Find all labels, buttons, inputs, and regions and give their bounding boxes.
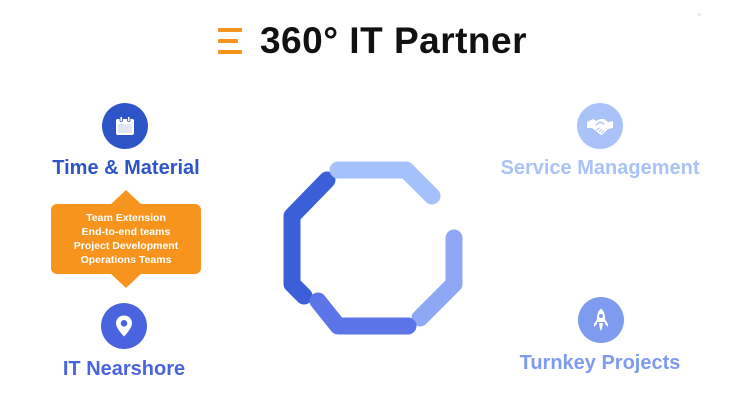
- callout-line: Team Extension: [86, 212, 166, 224]
- engagement-options-callout: Team Extension End-to-end teams Project …: [51, 190, 201, 288]
- location-pin-icon: [101, 303, 147, 349]
- it-nearshore-label: IT Nearshore: [62, 358, 186, 380]
- cycle-octagon: [283, 161, 463, 335]
- header: 360° IT Partner: [0, 16, 745, 66]
- cycle-segment-bottom: [309, 292, 417, 335]
- turnkey-projects-label: Turnkey Projects: [519, 352, 681, 374]
- menu-icon: [217, 28, 242, 54]
- time-material-label: Time & Material: [52, 157, 200, 179]
- cycle-segment-left: [283, 171, 336, 305]
- callout-line: Project Development: [73, 240, 179, 252]
- calendar-icon: [102, 103, 148, 149]
- handshake-icon: [577, 103, 623, 149]
- service-management-label: Service Management: [500, 157, 700, 179]
- callout-line: End-to-end teams: [81, 226, 171, 238]
- decorative-dot: [698, 13, 701, 16]
- page-title: 360° IT Partner: [259, 20, 528, 61]
- cycle-segment-top: [329, 161, 441, 205]
- callout-line: Operations Teams: [80, 254, 172, 266]
- cycle-segment-right: [411, 229, 463, 327]
- rocket-icon: [578, 297, 624, 343]
